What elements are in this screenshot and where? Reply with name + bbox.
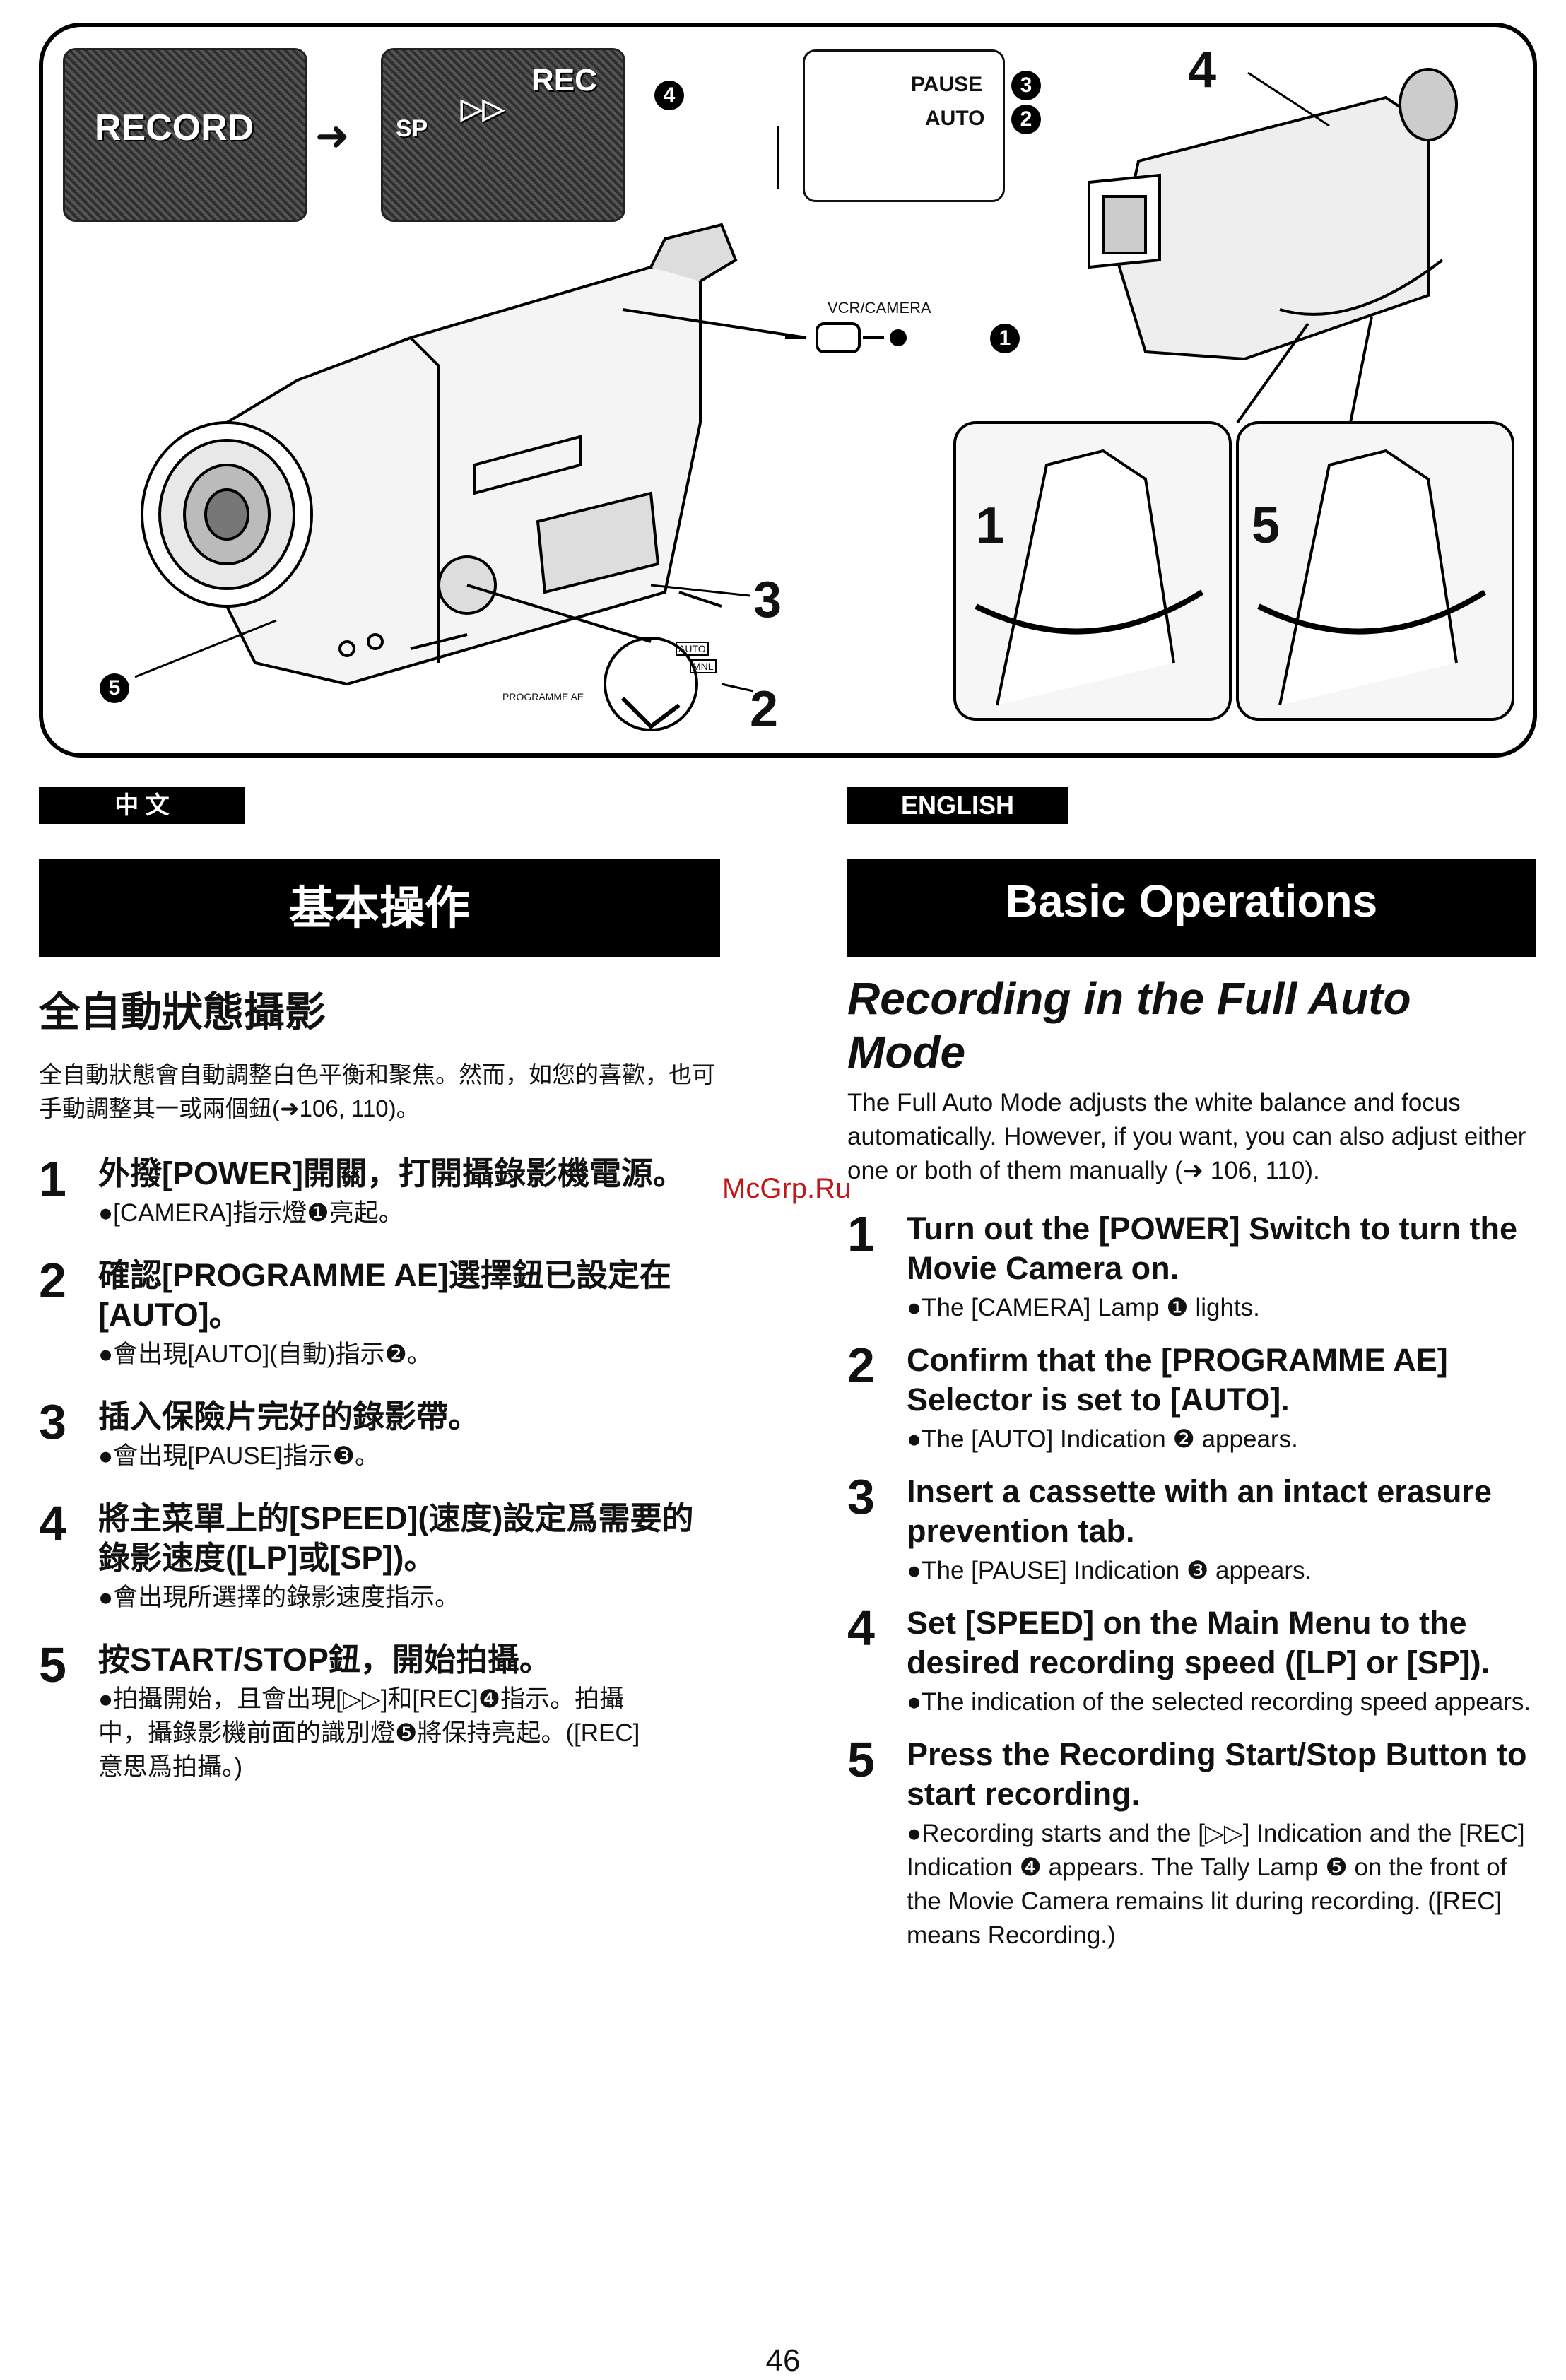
chinese-step-5-text: 按START/STOP鈕，開始拍攝。 [98, 1642, 551, 1678]
rec-screen-sp: SP [396, 115, 428, 142]
chinese-column: 全自動狀態攝影 全自動狀態會自動調整白色平衡和聚焦。然而，如您的喜歡，也可手動調… [39, 979, 724, 1800]
chinese-step-3: 3 插入保險片完好的錄影帶。 ●會出現[PAUSE]指示❸。 [39, 1397, 724, 1473]
arrow-icon: ➜ [315, 113, 350, 159]
dial-auto-label: AUTO [676, 642, 709, 656]
rec-screen-rec: REC [531, 63, 597, 98]
big-3: 3 [753, 572, 782, 628]
callout-5-tally: 5 [100, 673, 129, 703]
lang-tag-chinese: 中 文 [39, 787, 245, 824]
vcr-camera-label: VCR/CAMERA [828, 299, 931, 317]
english-step-5-bullet: ●Recording starts and the [▷▷] Indicatio… [907, 1820, 1525, 1949]
english-step-2: 2 Confirm that the [PROGRAMME AE] Select… [847, 1341, 1540, 1456]
chinese-step-2-text: 確認[PROGRAMME AE]選擇鈕已設定在[AUTO]。 [98, 1257, 671, 1333]
chinese-step-5: 5 按START/STOP鈕，開始拍攝。 ●拍攝開始，且會出現[▷▷]和[REC… [39, 1640, 724, 1784]
lang-tag-english: ENGLISH [847, 787, 1068, 824]
chinese-step-1-num: 1 [39, 1151, 66, 1206]
big-5-inset: 5 [1252, 497, 1281, 554]
rec-screen: SP ▷▷ REC [381, 48, 625, 222]
english-step-2-num: 2 [847, 1338, 875, 1393]
lcd-pause: PAUSE [911, 73, 983, 96]
chinese-step-5-num: 5 [39, 1637, 66, 1692]
english-step-3: 3 Insert a cassette with an intact erasu… [847, 1472, 1540, 1588]
watermark: McGrp.Ru [722, 1173, 852, 1204]
chinese-step-3-num: 3 [39, 1394, 66, 1449]
lcd-panel: PAUSE AUTO [803, 49, 1005, 202]
english-step-5: 5 Press the Recording Start/Stop Button … [847, 1735, 1540, 1952]
chinese-step-4-bullet: ●會出現所選擇的錄影速度指示。 [98, 1584, 460, 1611]
english-step-3-num: 3 [847, 1469, 875, 1524]
chinese-step-2-num: 2 [39, 1253, 66, 1308]
english-step-2-bullet: ●The [AUTO] Indication ❷ appears. [907, 1425, 1298, 1453]
big-4: 4 [1188, 42, 1217, 98]
chinese-step-3-text: 插入保險片完好的錄影帶。 [98, 1398, 481, 1435]
chinese-step-5-bullet: ●拍攝開始，且會出現[▷▷]和[REC]❹指示。拍攝中，攝錄影機前面的識別燈❺將… [98, 1685, 640, 1781]
record-screen-text: RECORD [95, 107, 254, 148]
chinese-step-2-bullet: ●會出現[AUTO](自動)指示❷。 [98, 1341, 432, 1368]
chinese-step-2: 2 確認[PROGRAMME AE]選擇鈕已設定在[AUTO]。 ●會出現[AU… [39, 1256, 724, 1372]
english-intro: The Full Auto Mode adjusts the white bal… [847, 1089, 1526, 1184]
chinese-step-3-bullet: ●會出現[PAUSE]指示❸。 [98, 1442, 380, 1470]
english-step-1-text: Turn out the [POWER] Switch to turn the … [907, 1210, 1518, 1286]
callout-4-top: 4 [654, 81, 684, 110]
english-step-4-bullet: ●The indication of the selected recordin… [907, 1688, 1531, 1716]
programme-ae-label: PROGRAMME AE [502, 691, 584, 702]
english-step-3-bullet: ●The [PAUSE] Indication ❸ appears. [907, 1557, 1312, 1584]
english-step-4-num: 4 [847, 1601, 875, 1656]
english-section-title: Recording in the Full Auto Mode [847, 973, 1411, 1078]
camera-drawing [134, 68, 1514, 731]
english-step-1-bullet: ●The [CAMERA] Lamp ❶ lights. [907, 1294, 1260, 1321]
record-screen: RECORD [63, 48, 307, 222]
rec-screen-play-glyph: ▷▷ [461, 93, 505, 124]
banner-english: Basic Operations [847, 859, 1536, 957]
english-column: Recording in the Full Auto Mode The Full… [847, 972, 1540, 1968]
english-step-3-text: Insert a cassette with an intact erasure… [907, 1473, 1492, 1549]
english-step-5-text: Press the Recording Start/Stop Button to… [907, 1736, 1527, 1812]
camera-illustration: RECORD ➜ SP ▷▷ REC 4 PAUSE AUTO 3 2 VCR/… [39, 23, 1537, 758]
callout-2-lcd: 2 [1011, 105, 1041, 134]
big-2: 2 [750, 681, 779, 738]
lcd-auto: AUTO [925, 107, 985, 130]
callout-3-lcd: 3 [1011, 71, 1041, 100]
banner-chinese: 基本操作 [39, 859, 720, 957]
english-step-1-num: 1 [847, 1206, 875, 1261]
chinese-section-title: 全自動狀態攝影 [39, 989, 326, 1035]
dial-mnl-label: MNL [690, 659, 717, 673]
callout-1-lamp: 1 [990, 324, 1020, 353]
page-number: 46 [765, 2343, 801, 2378]
chinese-step-1-text: 外撥[POWER]開關，打開攝錄影機電源。 [98, 1155, 685, 1191]
english-step-4: 4 Set [SPEED] on the Main Menu to the de… [847, 1603, 1540, 1719]
english-step-1: 1 Turn out the [POWER] Switch to turn th… [847, 1209, 1540, 1325]
chinese-step-4: 4 將主菜單上的[SPEED](速度)設定爲需要的錄影速度([LP]或[SP])… [39, 1499, 724, 1615]
big-1-inset: 1 [976, 497, 1005, 554]
english-step-2-text: Confirm that the [PROGRAMME AE] Selector… [907, 1342, 1448, 1418]
chinese-step-1-bullet: ●[CAMERA]指示燈❶亮起。 [98, 1199, 404, 1227]
chinese-step-1: 1 外撥[POWER]開關，打開攝錄影機電源。 ●[CAMERA]指示燈❶亮起。 [39, 1154, 724, 1230]
english-step-4-text: Set [SPEED] on the Main Menu to the desi… [907, 1605, 1490, 1680]
chinese-step-4-num: 4 [39, 1496, 66, 1551]
chinese-step-4-text: 將主菜單上的[SPEED](速度)設定爲需要的錄影速度([LP]或[SP])。 [98, 1500, 694, 1576]
chinese-intro: 全自動狀態會自動調整白色平衡和聚焦。然而，如您的喜歡，也可手動調整其一或兩個鈕(… [39, 1061, 715, 1121]
english-step-5-num: 5 [847, 1732, 875, 1787]
